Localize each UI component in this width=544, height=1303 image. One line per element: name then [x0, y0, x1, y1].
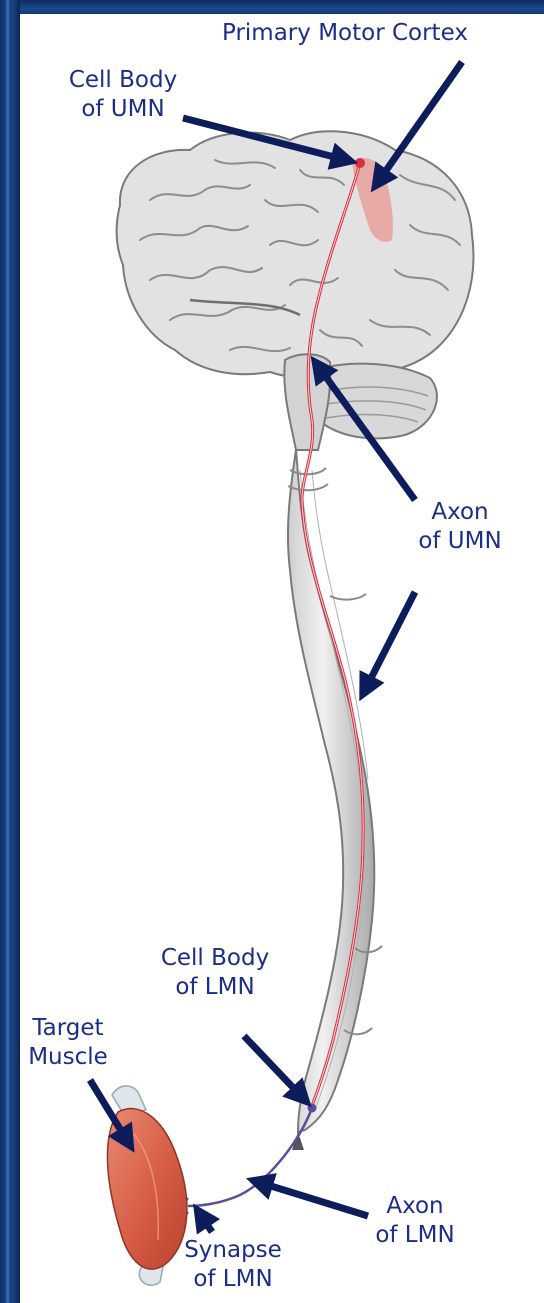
- umn-cell-body: [355, 158, 365, 168]
- label-target-muscle-line1: Target: [20, 1014, 116, 1043]
- label-axon-umn-line1: Axon: [405, 498, 515, 527]
- label-synapse-lmn: Synapse of LMN: [178, 1236, 288, 1294]
- label-target-muscle: Target Muscle: [20, 1014, 116, 1072]
- arrow-axon-lmn: [258, 1182, 368, 1216]
- target-muscle: [107, 1086, 186, 1285]
- cerebrum: [117, 131, 474, 378]
- label-cell-body-umn-line1: Cell Body: [58, 66, 188, 95]
- label-axon-lmn: Axon of LMN: [360, 1192, 470, 1250]
- label-synapse-lmn-line1: Synapse: [178, 1236, 288, 1265]
- arrow-cell-body-lmn: [244, 1036, 303, 1098]
- arrow-synapse-lmn: [200, 1214, 212, 1232]
- label-primary-motor-cortex-text: Primary Motor Cortex: [222, 19, 468, 48]
- label-cell-body-lmn: Cell Body of LMN: [148, 944, 282, 1002]
- label-cell-body-umn: Cell Body of UMN: [58, 66, 188, 124]
- label-cell-body-lmn-line1: Cell Body: [148, 944, 282, 973]
- label-axon-umn-line2: of UMN: [405, 527, 515, 556]
- label-primary-motor-cortex: Primary Motor Cortex: [222, 19, 468, 48]
- label-axon-umn: Axon of UMN: [405, 498, 515, 556]
- label-target-muscle-line2: Muscle: [20, 1043, 116, 1072]
- label-cell-body-lmn-line2: of LMN: [148, 973, 282, 1002]
- label-cell-body-umn-line2: of UMN: [58, 95, 188, 124]
- label-axon-lmn-line2: of LMN: [360, 1221, 470, 1250]
- label-synapse-lmn-line2: of LMN: [178, 1265, 288, 1294]
- label-axon-lmn-line1: Axon: [360, 1192, 470, 1221]
- arrow-axon-umn-lower: [365, 592, 415, 690]
- brain: [117, 131, 474, 450]
